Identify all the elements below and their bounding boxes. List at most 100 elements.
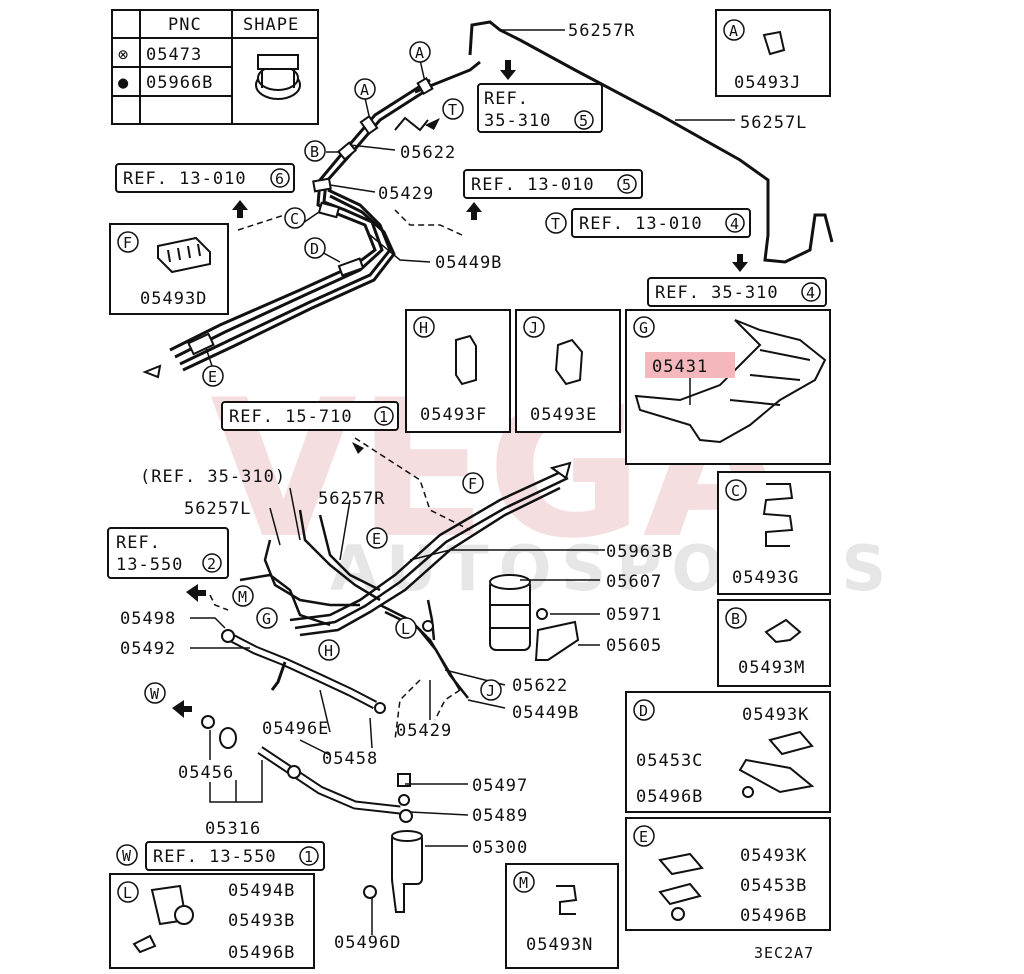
box-M-marker: M <box>519 874 529 892</box>
marker-T-1: T <box>448 101 458 119</box>
box-A-part: 05493J <box>734 73 801 93</box>
clip-K-bracket-icon <box>738 730 815 798</box>
upper-markers <box>202 41 464 387</box>
ref-13-550-1: REF. 13-550 1 <box>145 841 325 871</box>
box-E-part-1: 05493K <box>740 846 807 866</box>
box-L-part-2: 05493B <box>228 911 295 931</box>
ref-35-310-4-num: 4 <box>806 284 816 302</box>
arrow-down-icon <box>732 254 748 272</box>
ref-13-010-6: REF. 13-010 6 <box>115 163 295 193</box>
ref-35-310-5-line2: 35-310 <box>484 111 551 131</box>
arrow-down-icon <box>500 60 516 80</box>
legend-symbol-1: ⊗ <box>118 45 129 65</box>
ref-13-010-4-num: 4 <box>730 215 740 233</box>
box-C-part: 05493G <box>732 568 799 588</box>
label-56257L-mid: 56257L <box>184 499 251 519</box>
hose-05458 <box>257 746 401 815</box>
filter-05607 <box>489 574 580 661</box>
ref-13-010-5: REF. 13-010 5 <box>463 169 643 199</box>
marker-W-lower: W <box>150 685 160 703</box>
box-E-part-2: 05453B <box>740 876 807 896</box>
label-56257L-top: 56257L <box>740 113 807 133</box>
box-J-part: 05493E <box>530 405 597 425</box>
label-05449B-low: 05449B <box>512 703 579 723</box>
label-05492: 05492 <box>120 639 176 659</box>
legend-header-pnc: PNC <box>168 15 202 35</box>
detail-box-C: C 05493G <box>717 471 831 595</box>
clip-L-icon <box>132 884 194 954</box>
label-05489: 05489 <box>472 806 528 826</box>
ref-13-550-1-num: 1 <box>304 848 314 866</box>
clip-K-bracket-B-icon <box>658 852 704 921</box>
ref-13-010-4: T REF. 13-010 4 <box>545 208 751 238</box>
clip-N-icon <box>556 885 578 915</box>
box-C-marker: C <box>731 482 741 500</box>
ref-13-010-6-num: 6 <box>275 170 285 188</box>
ref-15-710-1: REF. 15-710 1 <box>221 401 399 431</box>
marker-D-1: D <box>310 240 320 258</box>
ref-35-310-4: REF. 35-310 4 <box>647 277 827 307</box>
hose-05492 <box>225 632 378 709</box>
box-J-marker: J <box>529 319 539 337</box>
marker-H-lower: H <box>324 642 334 660</box>
box-B-part: 05493M <box>738 658 805 678</box>
marker-E-1: E <box>208 368 218 386</box>
lower-brake-lines <box>239 468 569 699</box>
label-05456: 05456 <box>178 763 234 783</box>
detail-box-M: M 05493N <box>505 863 619 969</box>
ref-13-550-2-num: 2 <box>207 555 217 573</box>
ref-35-310-5-num: 5 <box>579 112 589 130</box>
box-L-part-1: 05494B <box>228 881 295 901</box>
ref-15-710-1-num: 1 <box>379 408 389 426</box>
clip-G-icon <box>762 483 794 547</box>
marker-B-1: B <box>310 143 320 161</box>
ref-13-010-4-marker: T <box>551 215 561 233</box>
box-D-part-2: 05453C <box>636 751 703 771</box>
box-G-part: 05431 <box>652 357 708 377</box>
ref-35-310-5: REF. 35-310 5 <box>477 83 603 133</box>
label-05607: 05607 <box>606 572 662 592</box>
arrow-left-icon <box>186 584 206 602</box>
marker-J-lower: J <box>486 682 496 700</box>
clip-J-icon <box>762 30 786 56</box>
box-H-marker: H <box>419 319 429 337</box>
box-E-marker: E <box>639 828 649 846</box>
legend-pnc-2: 05966B <box>146 73 213 93</box>
box-A-marker: A <box>729 22 739 40</box>
legend-pnc-1: 05473 <box>146 45 202 65</box>
label-05963B: 05963B <box>606 542 673 562</box>
ref-35-310-4-text: REF. 35-310 <box>655 283 779 303</box>
ref-13-550-1-text: REF. 13-550 <box>153 847 277 867</box>
marker-F-lower: F <box>468 475 478 493</box>
highlight-05431 <box>645 352 735 378</box>
arrow-icon <box>352 442 364 454</box>
marker-A-2: A <box>360 81 370 99</box>
box-D-marker: D <box>639 702 649 720</box>
label-05605: 05605 <box>606 636 662 656</box>
label-05449B-top: 05449B <box>435 253 502 273</box>
ref-13-550-2: REF. 13-550 2 <box>107 527 229 579</box>
arrow-left-icon <box>172 700 192 718</box>
ref-13-010-6-text: REF. 13-010 <box>123 169 247 189</box>
lower-leaders <box>190 437 605 935</box>
label-05458: 05458 <box>322 749 378 769</box>
bracket-G-icon <box>634 319 827 444</box>
legend-symbol-2: ● <box>118 73 129 93</box>
detail-box-H: H 05493F <box>405 309 511 433</box>
clip-E-icon <box>554 338 584 386</box>
label-05498: 05498 <box>120 609 176 629</box>
label-05971: 05971 <box>606 605 662 625</box>
box-D-part-3: 05496B <box>636 787 703 807</box>
clamp-shape-icon <box>255 54 301 100</box>
detail-box-B: B 05493M <box>717 599 831 687</box>
box-E-part-3: 05496B <box>740 906 807 926</box>
box-F-part: 05493D <box>140 289 207 309</box>
label-05622-low: 05622 <box>512 676 568 696</box>
ref-35-310-5-line1: REF. <box>484 89 529 109</box>
clip-F-icon <box>455 334 477 386</box>
legend-table: PNC SHAPE ⊗ 05473 ● 05966B <box>111 9 319 125</box>
box-D-part-1: 05493K <box>742 705 809 725</box>
clip-M-icon <box>764 618 802 644</box>
detail-box-E: E 05493K 05453B 05496B <box>625 817 831 931</box>
